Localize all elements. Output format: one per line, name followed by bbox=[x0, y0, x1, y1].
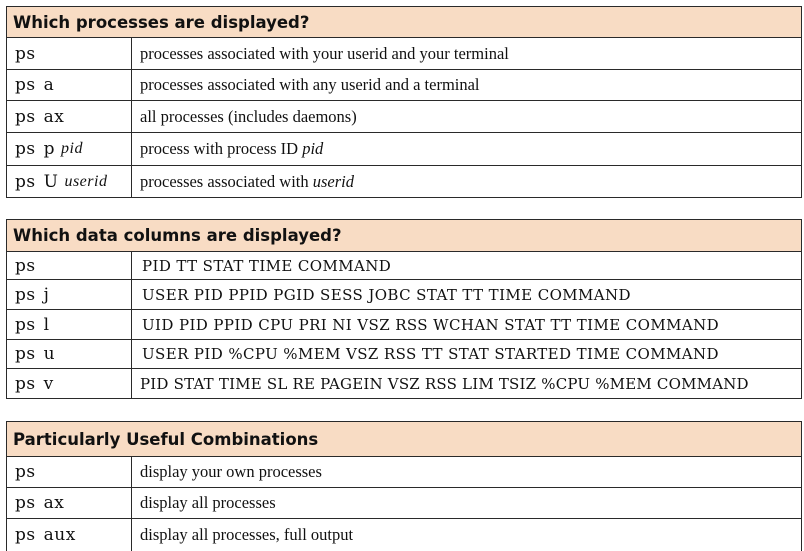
command-text: ps bbox=[15, 255, 36, 276]
description-text: display all processes, full output bbox=[140, 525, 354, 544]
command-text: ps bbox=[15, 462, 36, 482]
description-cell: display all processes, full output bbox=[132, 519, 801, 551]
command-text: ps bbox=[15, 314, 36, 335]
description-text: all processes (includes daemons) bbox=[140, 106, 357, 126]
description-cell: all processes (includes daemons) bbox=[132, 101, 801, 132]
command-text: ps bbox=[15, 284, 36, 305]
command-text: ps bbox=[15, 106, 36, 127]
columns-list: USER PID %CPU %MEM VSZ RSS TT STAT START… bbox=[142, 345, 719, 363]
command-option: ax bbox=[43, 493, 65, 513]
combinations-table-title: Particularly Useful Combinations bbox=[7, 422, 801, 457]
description-argument: userid bbox=[312, 171, 354, 191]
table-row: ps display your own processes bbox=[7, 457, 801, 488]
description-text: processes associated with your userid an… bbox=[140, 43, 509, 63]
command-argument: pid bbox=[61, 140, 83, 157]
command-cell: ps bbox=[7, 252, 132, 279]
command-option: v bbox=[43, 373, 54, 394]
command-option: ax bbox=[43, 106, 65, 127]
command-text: ps bbox=[15, 139, 36, 159]
command-option: p bbox=[43, 139, 55, 159]
command-text: ps bbox=[15, 344, 36, 364]
command-cell: ps bbox=[7, 38, 132, 69]
command-option: a bbox=[43, 75, 55, 95]
description-text: processes associated with any userid and… bbox=[140, 75, 480, 94]
command-option: u bbox=[43, 344, 56, 364]
description-cell: process with process ID pid bbox=[132, 133, 801, 165]
table-row: ps PID TT STAT TIME COMMAND bbox=[7, 252, 801, 280]
description-cell: processes associated with your userid an… bbox=[132, 38, 801, 69]
command-text: ps bbox=[15, 525, 36, 545]
command-text: ps bbox=[15, 373, 36, 394]
table-row: ps processes associated with your userid… bbox=[7, 38, 801, 70]
processes-table: Which processes are displayed? ps proces… bbox=[6, 6, 802, 198]
command-cell: ps bbox=[7, 457, 132, 487]
command-option: l bbox=[43, 314, 50, 335]
columns-table: Which data columns are displayed? ps PID… bbox=[6, 219, 802, 399]
columns-table-title: Which data columns are displayed? bbox=[7, 220, 801, 252]
description-text: display your own processes bbox=[140, 462, 322, 481]
description-cell: processes associated with any userid and… bbox=[132, 70, 801, 100]
description-cell: processes associated with userid bbox=[132, 166, 801, 197]
columns-list: PID TT STAT TIME COMMAND bbox=[142, 256, 392, 275]
processes-table-title: Which processes are displayed? bbox=[7, 7, 801, 38]
description-text: process with process ID bbox=[140, 139, 303, 158]
description-text: display all processes bbox=[140, 493, 276, 512]
command-argument: userid bbox=[64, 172, 108, 190]
combinations-table: Particularly Useful Combinations ps disp… bbox=[6, 421, 802, 551]
description-text: processes associated with bbox=[140, 171, 313, 191]
command-text: ps bbox=[15, 43, 36, 64]
columns-list: PID STAT TIME SL RE PAGEIN VSZ RSS LIM T… bbox=[140, 374, 749, 393]
description-cell: display all processes bbox=[132, 488, 801, 518]
command-text: ps bbox=[15, 75, 36, 95]
command-option: j bbox=[43, 284, 50, 305]
command-option: aux bbox=[43, 525, 76, 545]
columns-list: UID PID PPID CPU PRI NI VSZ RSS WCHAN ST… bbox=[142, 315, 720, 334]
command-text: ps bbox=[15, 171, 36, 192]
description-cell: display your own processes bbox=[132, 457, 801, 487]
command-text: ps bbox=[15, 493, 36, 513]
columns-list: USER PID PPID PGID SESS JOBC STAT TT TIM… bbox=[142, 285, 631, 304]
description-argument: pid bbox=[302, 139, 324, 158]
command-option: U bbox=[43, 171, 59, 192]
